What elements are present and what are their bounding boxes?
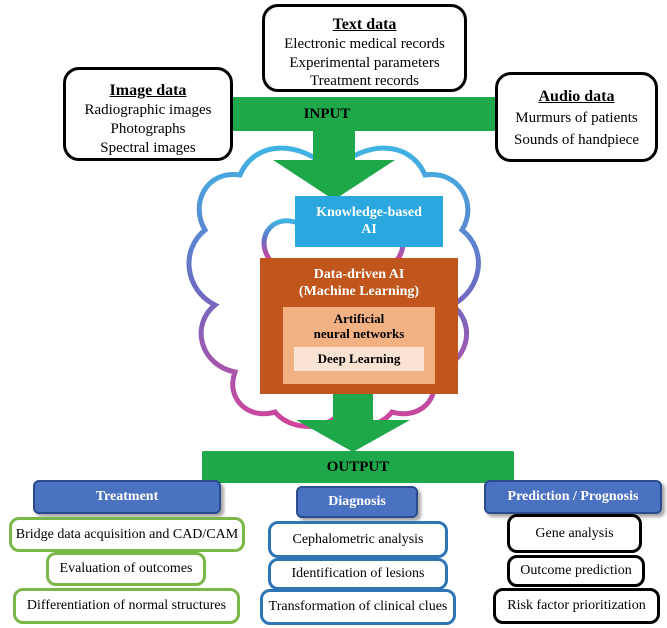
treatment-item: Bridge data acquisition and CAD/CAM	[9, 517, 245, 552]
input-label: INPUT	[303, 106, 351, 122]
ann-box: Artificial neural networks Deep Learning	[283, 307, 435, 384]
image-data-line: Radiographic images	[84, 102, 212, 118]
audio-data-line: Murmurs of patients	[515, 110, 638, 126]
output-bar: OUTPUT	[202, 451, 514, 483]
knowledge-based-ai-box: Knowledge-based AI	[295, 196, 443, 247]
text-data-title: Text data	[332, 16, 397, 33]
treatment-item: Evaluation of outcomes	[46, 552, 206, 586]
diagnosis-item: Identification of lesions	[268, 558, 448, 590]
image-data-title: Image data	[109, 82, 187, 99]
diagnosis-item: Cephalometric analysis	[268, 521, 448, 558]
text-data-box: Text data Electronic medical records Exp…	[262, 4, 467, 92]
data-driven-ai-box: Data-driven AI (Machine Learning) Artifi…	[260, 258, 458, 394]
image-data-line: Photographs	[110, 121, 186, 137]
image-data-line: Spectral images	[100, 140, 196, 156]
audio-data-title: Audio data	[538, 88, 615, 105]
treatment-item: Differentiation of normal structures	[13, 588, 240, 624]
prediction-header: Prediction / Prognosis	[484, 480, 662, 514]
prediction-item: Gene analysis	[507, 514, 642, 553]
deep-learning-label: Deep Learning	[317, 351, 401, 366]
output-label: OUTPUT	[326, 459, 390, 475]
prediction-title: Prediction / Prognosis	[507, 489, 639, 504]
prediction-item: Risk factor prioritization	[493, 588, 660, 624]
data-driven-ai-label: Data-driven AI	[313, 267, 405, 282]
deep-learning-box: Deep Learning	[294, 347, 424, 371]
diagnosis-item: Transformation of clinical clues	[260, 589, 456, 625]
knowledge-based-ai-label: Knowledge-based AI	[316, 205, 422, 237]
audio-data-line: Sounds of handpiece	[514, 132, 639, 148]
image-data-box: Image data Radiographic images Photograp…	[63, 67, 233, 161]
ann-label-line: neural networks	[313, 326, 405, 341]
machine-learning-label: (Machine Learning)	[298, 284, 420, 299]
treatment-header: Treatment	[33, 480, 221, 514]
diagnosis-header: Diagnosis	[296, 486, 418, 518]
audio-data-box: Audio data Murmurs of patients Sounds of…	[495, 72, 658, 162]
ann-label-line: Artificial	[333, 311, 385, 326]
text-data-line: Experimental parameters	[289, 55, 440, 71]
diagnosis-title: Diagnosis	[328, 494, 386, 509]
text-data-line: Electronic medical records	[284, 36, 445, 52]
text-data-line: Treatment records	[310, 73, 419, 87]
treatment-title: Treatment	[95, 489, 159, 504]
prediction-item: Outcome prediction	[507, 555, 645, 587]
